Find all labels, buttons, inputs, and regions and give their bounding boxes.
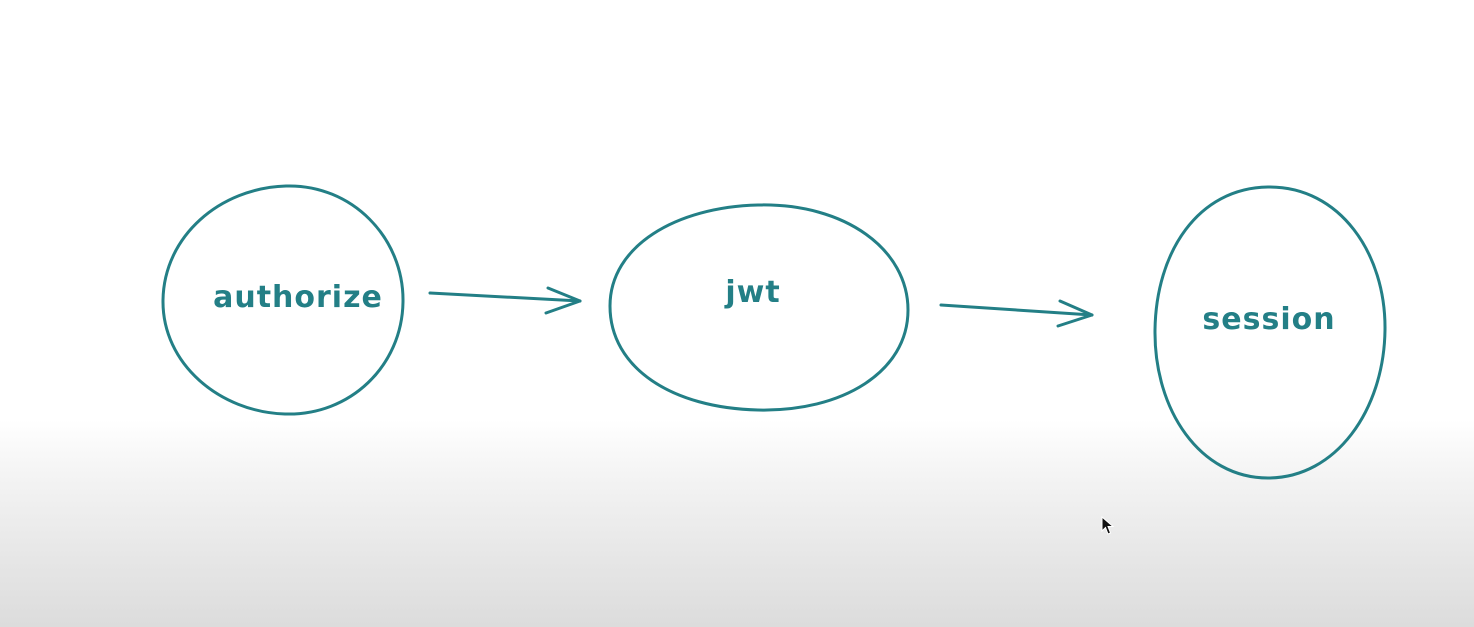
edge-authorize-to-jwt (428, 286, 582, 315)
mouse-pointer-icon (1101, 516, 1115, 535)
edge-jwt-to-session-line (939, 303, 1094, 317)
node-authorize-circle (161, 184, 405, 416)
node-jwt-ellipse (608, 203, 910, 412)
edge-jwt-to-session (939, 299, 1094, 328)
node-jwt: jwt (608, 203, 910, 412)
node-authorize: authorize (161, 184, 405, 416)
node-jwt-label: jwt (724, 275, 780, 310)
edge-authorize-to-jwt-line (428, 291, 582, 303)
edge-authorize-to-jwt-arrowhead (544, 286, 582, 315)
node-session: session (1153, 185, 1387, 480)
node-authorize-label: authorize (213, 280, 383, 315)
node-session-ellipse (1153, 185, 1387, 480)
node-session-label: session (1202, 302, 1335, 337)
edge-jwt-to-session-arrowhead (1056, 299, 1094, 328)
